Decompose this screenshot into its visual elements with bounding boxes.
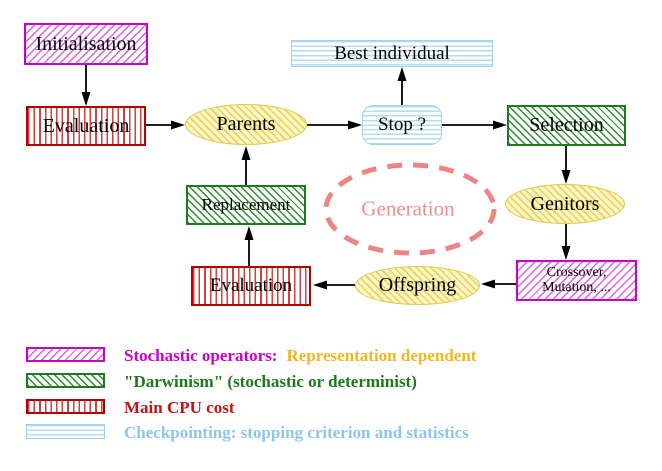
node-crossover-label-line1: Crossover, (546, 264, 607, 280)
arrow-offspring-to-evaluation (313, 280, 355, 290)
node-crossover-mutation: Crossover, Mutation, ... (516, 260, 637, 301)
generation-dashed-ellipse (323, 162, 497, 256)
node-offspring-label: Offspring (378, 274, 457, 296)
node-selection-label: Selection (529, 114, 604, 136)
arrow-genitors-to-crossover (561, 224, 571, 260)
legend-swatch-green-diagonal-hatch (26, 373, 105, 388)
arrow-crossover-to-offspring (481, 279, 516, 289)
legend-label-stochastic-operators: Stochastic operators: (124, 345, 278, 365)
node-evaluation-top: Evaluation (26, 106, 146, 146)
arrow-initialisation-to-evaluation (81, 65, 91, 106)
arrow-evaluation-to-replacement (244, 226, 254, 266)
legend-label-darwinism: "Darwinism" (stochastic or determinist) (124, 371, 417, 391)
legend-swatch-red-vertical-stripes (26, 399, 105, 414)
generation-label: Generation (361, 196, 455, 221)
node-replacement: Replacement (186, 185, 306, 225)
node-initialisation: Initialisation (24, 23, 148, 65)
node-evaluation-bottom-label: Evaluation (209, 275, 293, 297)
node-best-individual-label: Best individual (334, 42, 450, 64)
arrow-stop-to-selection (442, 120, 507, 130)
node-best-individual: Best individual (291, 40, 493, 67)
node-evaluation-top-label: Evaluation (42, 114, 130, 137)
arrow-selection-to-genitors (561, 146, 571, 184)
node-stop-label: Stop ? (377, 114, 427, 136)
legend-label-main-cpu-cost: Main CPU cost (124, 397, 235, 417)
node-parents: Parents (185, 104, 307, 145)
node-genitors: Genitors (505, 184, 625, 224)
legend-swatch-cyan-horizontal-stripes (26, 424, 105, 439)
arrow-replacement-to-parents (241, 146, 251, 185)
node-genitors-label: Genitors (530, 192, 600, 215)
arrow-evaluation-to-parents (146, 120, 185, 130)
legend-label-checkpointing: Checkpointing: stopping criterion and st… (124, 422, 469, 442)
node-evaluation-bottom: Evaluation (191, 266, 311, 306)
node-selection: Selection (507, 105, 626, 146)
node-parents-label: Parents (216, 113, 276, 135)
node-offspring: Offspring (355, 266, 480, 305)
node-crossover-label-line2: Mutation, ... (542, 279, 611, 295)
arrow-parents-to-stop (307, 120, 362, 130)
legend-swatch-magenta-diagonal-hatch (26, 347, 105, 362)
node-initialisation-label: Initialisation (35, 32, 137, 55)
node-replacement-label: Replacement (201, 195, 291, 215)
legend-label-representation-dependent: Representation dependent (286, 345, 477, 365)
node-stop: Stop ? (362, 105, 442, 145)
arrow-stop-to-best-individual (397, 67, 407, 105)
